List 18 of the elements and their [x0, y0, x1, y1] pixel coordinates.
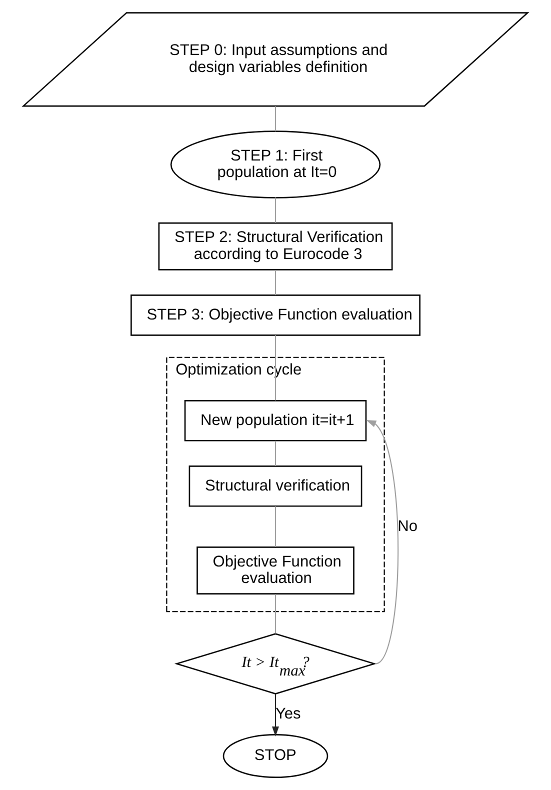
node-ellipse: STEP 1: First population at It=0: [170, 130, 381, 198]
node-box: STEP 2: Structural Verification according to Eurocode 3: [158, 222, 393, 270]
node-box: STEP 3: Objective Function evaluation: [130, 294, 420, 336]
node-ellipse: STOP: [222, 734, 328, 778]
edge-label: No: [398, 518, 418, 535]
edge-label: Yes: [276, 705, 301, 722]
connector: [274, 106, 276, 132]
connector: [274, 506, 276, 547]
node-box: Objective Function evaluation: [196, 546, 354, 594]
arrow: [366, 420, 399, 664]
connector: [274, 594, 276, 634]
arrow: [272, 694, 279, 736]
node-box: New population it=it+1: [184, 400, 367, 442]
connector: [274, 335, 276, 400]
connector: [274, 270, 276, 296]
node-box: Structural verification: [188, 466, 362, 507]
connector: [274, 440, 276, 466]
connector: [274, 198, 276, 223]
